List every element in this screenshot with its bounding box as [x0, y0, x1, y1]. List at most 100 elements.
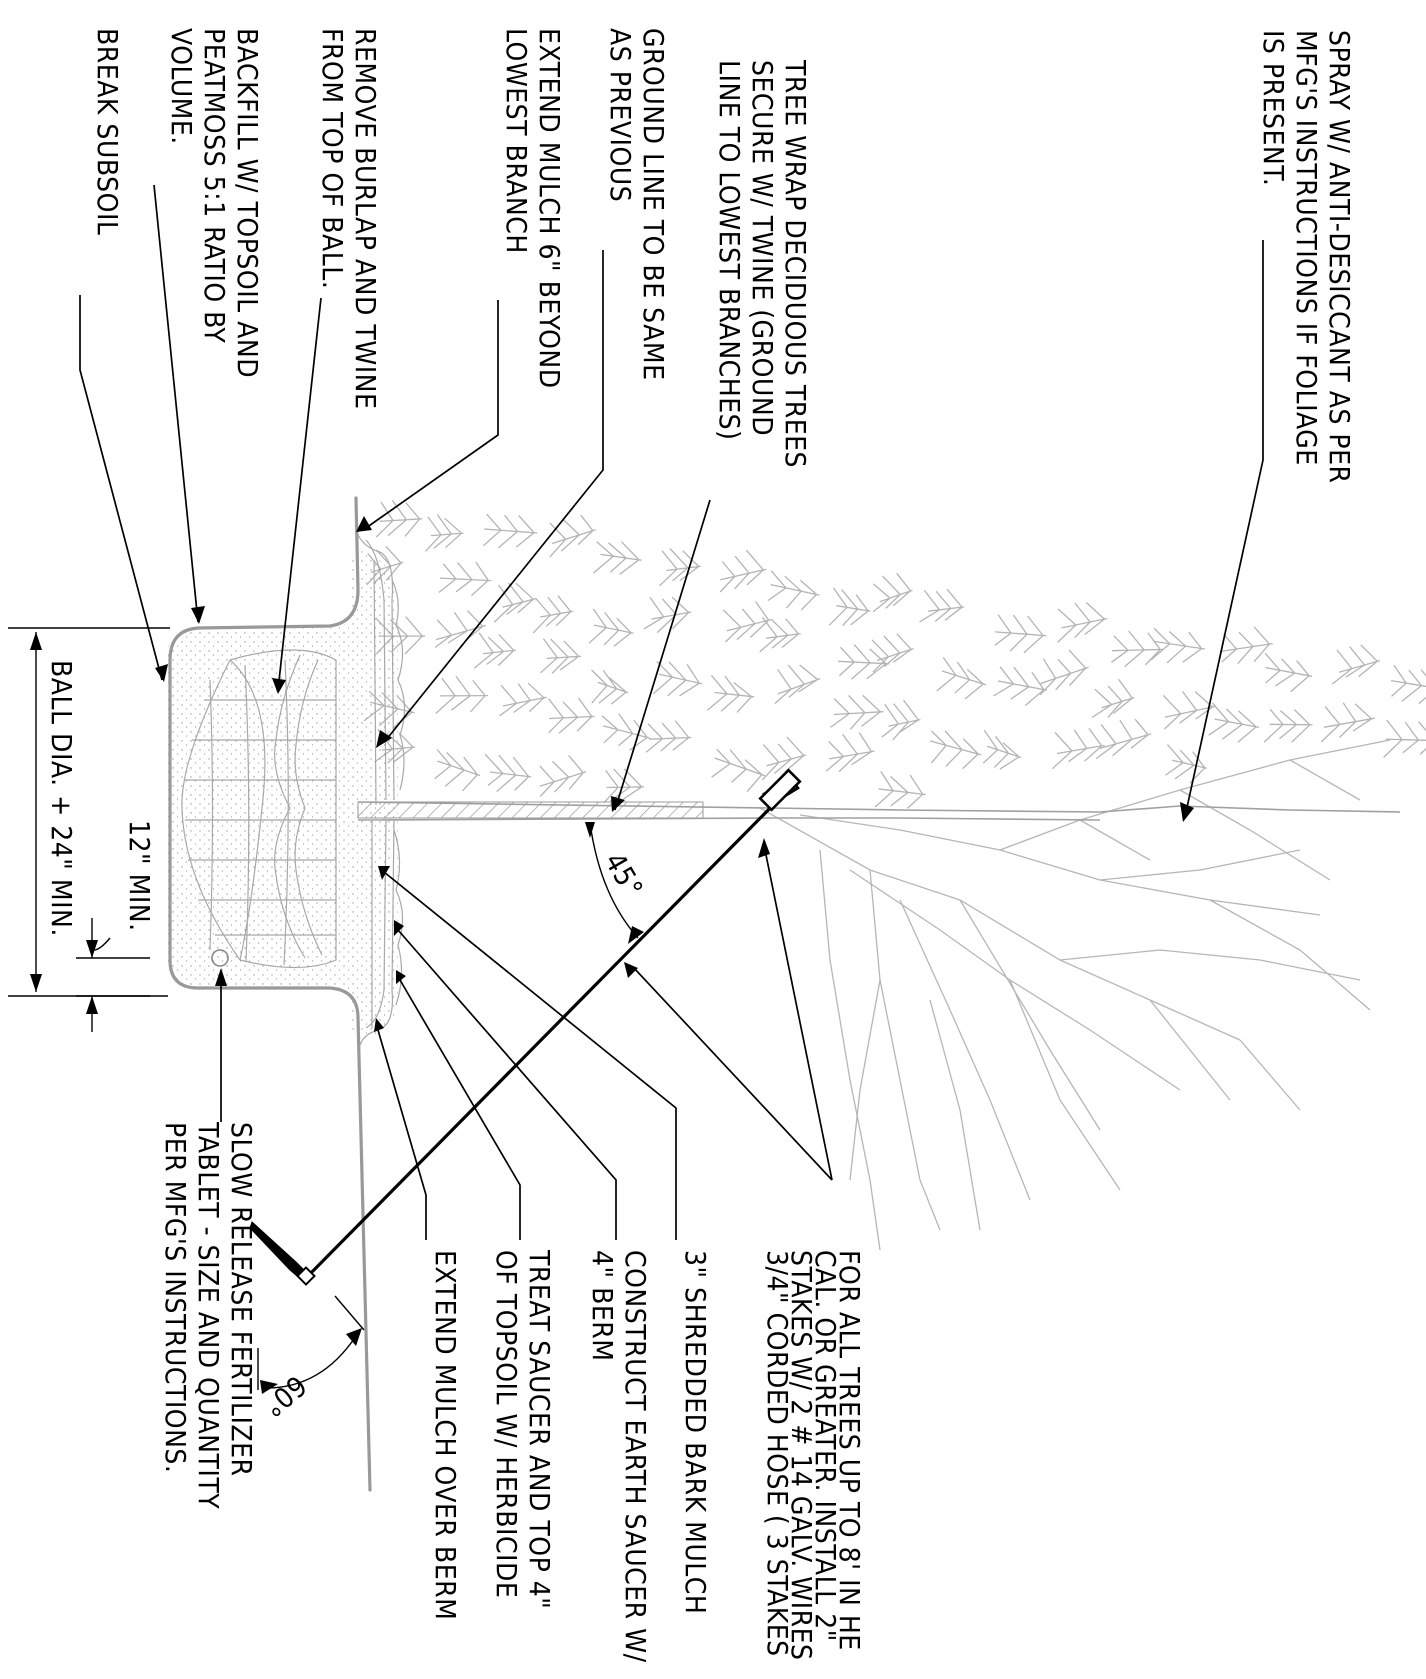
note-staking-line-3: STAKES W/ 2 # 14 GALV. WIRES — [785, 1250, 818, 1660]
note-backfill-line-3: VOLUME. — [165, 28, 198, 145]
note-bark-mulch-line-1: 3" SHREDDED BARK MULCH — [679, 1250, 712, 1614]
foliage-twig — [706, 674, 755, 713]
foliage-twig — [1331, 644, 1381, 685]
foliage-twig — [435, 675, 489, 714]
ball-diameter-dimension — [8, 627, 170, 997]
note-fertilizer-line-3: PER MFG'S INSTRUCTIONS. — [159, 1122, 192, 1473]
tree-root-branches — [759, 739, 1391, 1251]
note-treat-saucer-line-1: TREAT SAUCER AND TOP 4" — [523, 1249, 556, 1609]
foliage-twig — [761, 736, 807, 781]
foliage-twig — [1390, 664, 1426, 705]
foliage-twig — [936, 657, 987, 700]
planting-pit — [168, 496, 406, 1492]
fertilizer-tablet — [211, 949, 229, 967]
foliage-twig — [659, 548, 701, 587]
dim-depth-text: 12" MIN. — [123, 820, 156, 932]
foliage-twig — [929, 730, 982, 770]
angle-60-text: 60° — [256, 1369, 313, 1424]
foliage-twig — [483, 513, 538, 549]
foliage-twig — [722, 601, 772, 643]
note-backfill: BACKFILL W/ TOPSOIL AND PEATMOSS 5:1 RAT… — [165, 28, 264, 378]
foliage-twig — [1165, 744, 1208, 784]
foliage-twig — [874, 771, 926, 809]
note-staking-line-1: FOR ALL TREES UP TO 8' IN HE — [833, 1250, 866, 1651]
root-ball — [181, 649, 337, 969]
foliage-twig — [1091, 678, 1135, 719]
angle-45-label: 45° — [598, 847, 650, 903]
angle-45-text: 45° — [598, 847, 650, 903]
note-ground-line: GROUND LINE TO BE SAME AS PREVIOUS — [604, 28, 670, 381]
foliage-twig — [828, 587, 871, 627]
note-staking-line-2: CAL. OR GREATER. INSTALL 2" — [809, 1250, 842, 1642]
note-treat-saucer: TREAT SAUCER AND TOP 4" OF TOPSOIL W/ HE… — [490, 1249, 556, 1609]
foliage-twig — [645, 720, 692, 753]
note-earth-saucer: CONSTRUCT EARTH SAUCER W/ 4" BERM — [586, 1250, 652, 1663]
note-ground-line-line-1: GROUND LINE TO BE SAME — [637, 28, 670, 381]
foliage-twig — [549, 514, 596, 558]
foliage-twig — [1150, 627, 1205, 664]
note-remove-burlap: REMOVE BURLAP AND TWINE FROM TOP OF BALL… — [316, 28, 382, 409]
foliage-twig — [1039, 649, 1089, 696]
tree-trunk — [357, 801, 1401, 821]
tree-wrap-hatch — [357, 801, 704, 819]
note-extend-mulch-branch-line-1: EXTEND MULCH 6" BEYOND — [533, 28, 566, 389]
note-break-subsoil-line-1: BREAK SUBSOIL — [91, 28, 124, 235]
foliage-twig — [1162, 691, 1216, 730]
note-staking: FOR ALL TREES UP TO 8' IN HE CAL. OR GRE… — [761, 1250, 866, 1660]
note-tree-wrap-line-2: SECURE W/ TWINE (GROUND — [746, 60, 779, 436]
dim-depth-label: 12" MIN. — [123, 820, 156, 932]
foliage-twig — [1219, 626, 1273, 665]
note-spray-line-2: MFG'S INSTRUCTIONS IF FOLIAGE — [1290, 30, 1323, 466]
foliage-twig — [1320, 702, 1375, 743]
foliage-twig — [434, 749, 481, 792]
angle-60 — [257, 1295, 365, 1394]
note-tree-wrap-line-3: LINE TO LOWEST BRANCHES) — [713, 60, 746, 440]
foliage-twig — [872, 572, 913, 613]
note-earth-saucer-line-2: 4" BERM — [586, 1250, 619, 1362]
foliage-twig — [767, 570, 820, 611]
foliage-twig — [375, 499, 423, 538]
note-bark-mulch: 3" SHREDDED BARK MULCH — [679, 1250, 712, 1614]
foliage-twig — [588, 608, 634, 647]
foliage-twig — [825, 732, 875, 773]
note-fertilizer-line-2: TABLET - SIZE AND QUANTITY — [192, 1121, 225, 1509]
foliage-twig — [493, 582, 536, 623]
foliage-twig — [1051, 728, 1105, 770]
note-extend-mulch-berm-line-1: EXTEND MULCH OVER BERM — [429, 1250, 462, 1620]
note-extend-mulch-berm: EXTEND MULCH OVER BERM — [429, 1250, 462, 1620]
note-extend-mulch-branch-line-2: LOWEST BRANCH — [500, 28, 533, 254]
foliage-twig — [1095, 718, 1152, 760]
foliage-twig — [591, 669, 629, 705]
note-fertilizer: SLOW RELEASE FERTILIZER TABLET - SIZE AN… — [159, 1121, 258, 1509]
note-remove-burlap-line-1: REMOVE BURLAP AND TWINE — [349, 28, 382, 409]
foliage-twig — [540, 638, 581, 674]
foliage-twig — [1383, 719, 1426, 758]
note-tree-wrap-line-1: TREE WRAP DECIDUOUS TREES — [779, 59, 812, 468]
note-backfill-line-1: BACKFILL W/ TOPSOIL AND — [231, 28, 264, 378]
foliage-twig — [425, 514, 464, 552]
note-remove-burlap-line-2: FROM TOP OF BALL. — [316, 28, 349, 289]
note-backfill-line-2: PEATMOSS 5:1 RATIO BY — [198, 28, 231, 343]
leader-lines — [79, 184, 1264, 1240]
foliage-twig — [532, 595, 574, 634]
note-spray-line-1: SPRAY W/ ANTI-DESICCANT AS PER — [1323, 30, 1356, 484]
foliage-twig — [982, 729, 1022, 770]
stake — [249, 768, 802, 1286]
foliage-twig — [438, 561, 492, 597]
foliage-twig — [759, 617, 801, 653]
foliage-twig — [434, 610, 486, 648]
note-ground-line-line-2: AS PREVIOUS — [604, 28, 637, 202]
foliage-twig — [993, 666, 1048, 706]
foliage-twig — [499, 682, 547, 717]
foliage-twig — [601, 713, 651, 751]
tree-canopy-foliage — [363, 499, 1426, 809]
foliage-twig — [774, 664, 821, 704]
foliage-twig — [1264, 652, 1313, 693]
foliage-twig — [484, 753, 532, 792]
foliage-twig — [1057, 602, 1108, 643]
note-tree-wrap: TREE WRAP DECIDUOUS TREES SECURE W/ TWIN… — [713, 59, 812, 468]
foliage-twig — [653, 660, 703, 697]
foliage-twig — [593, 541, 642, 575]
note-spray-line-3: IS PRESENT. — [1257, 30, 1290, 186]
